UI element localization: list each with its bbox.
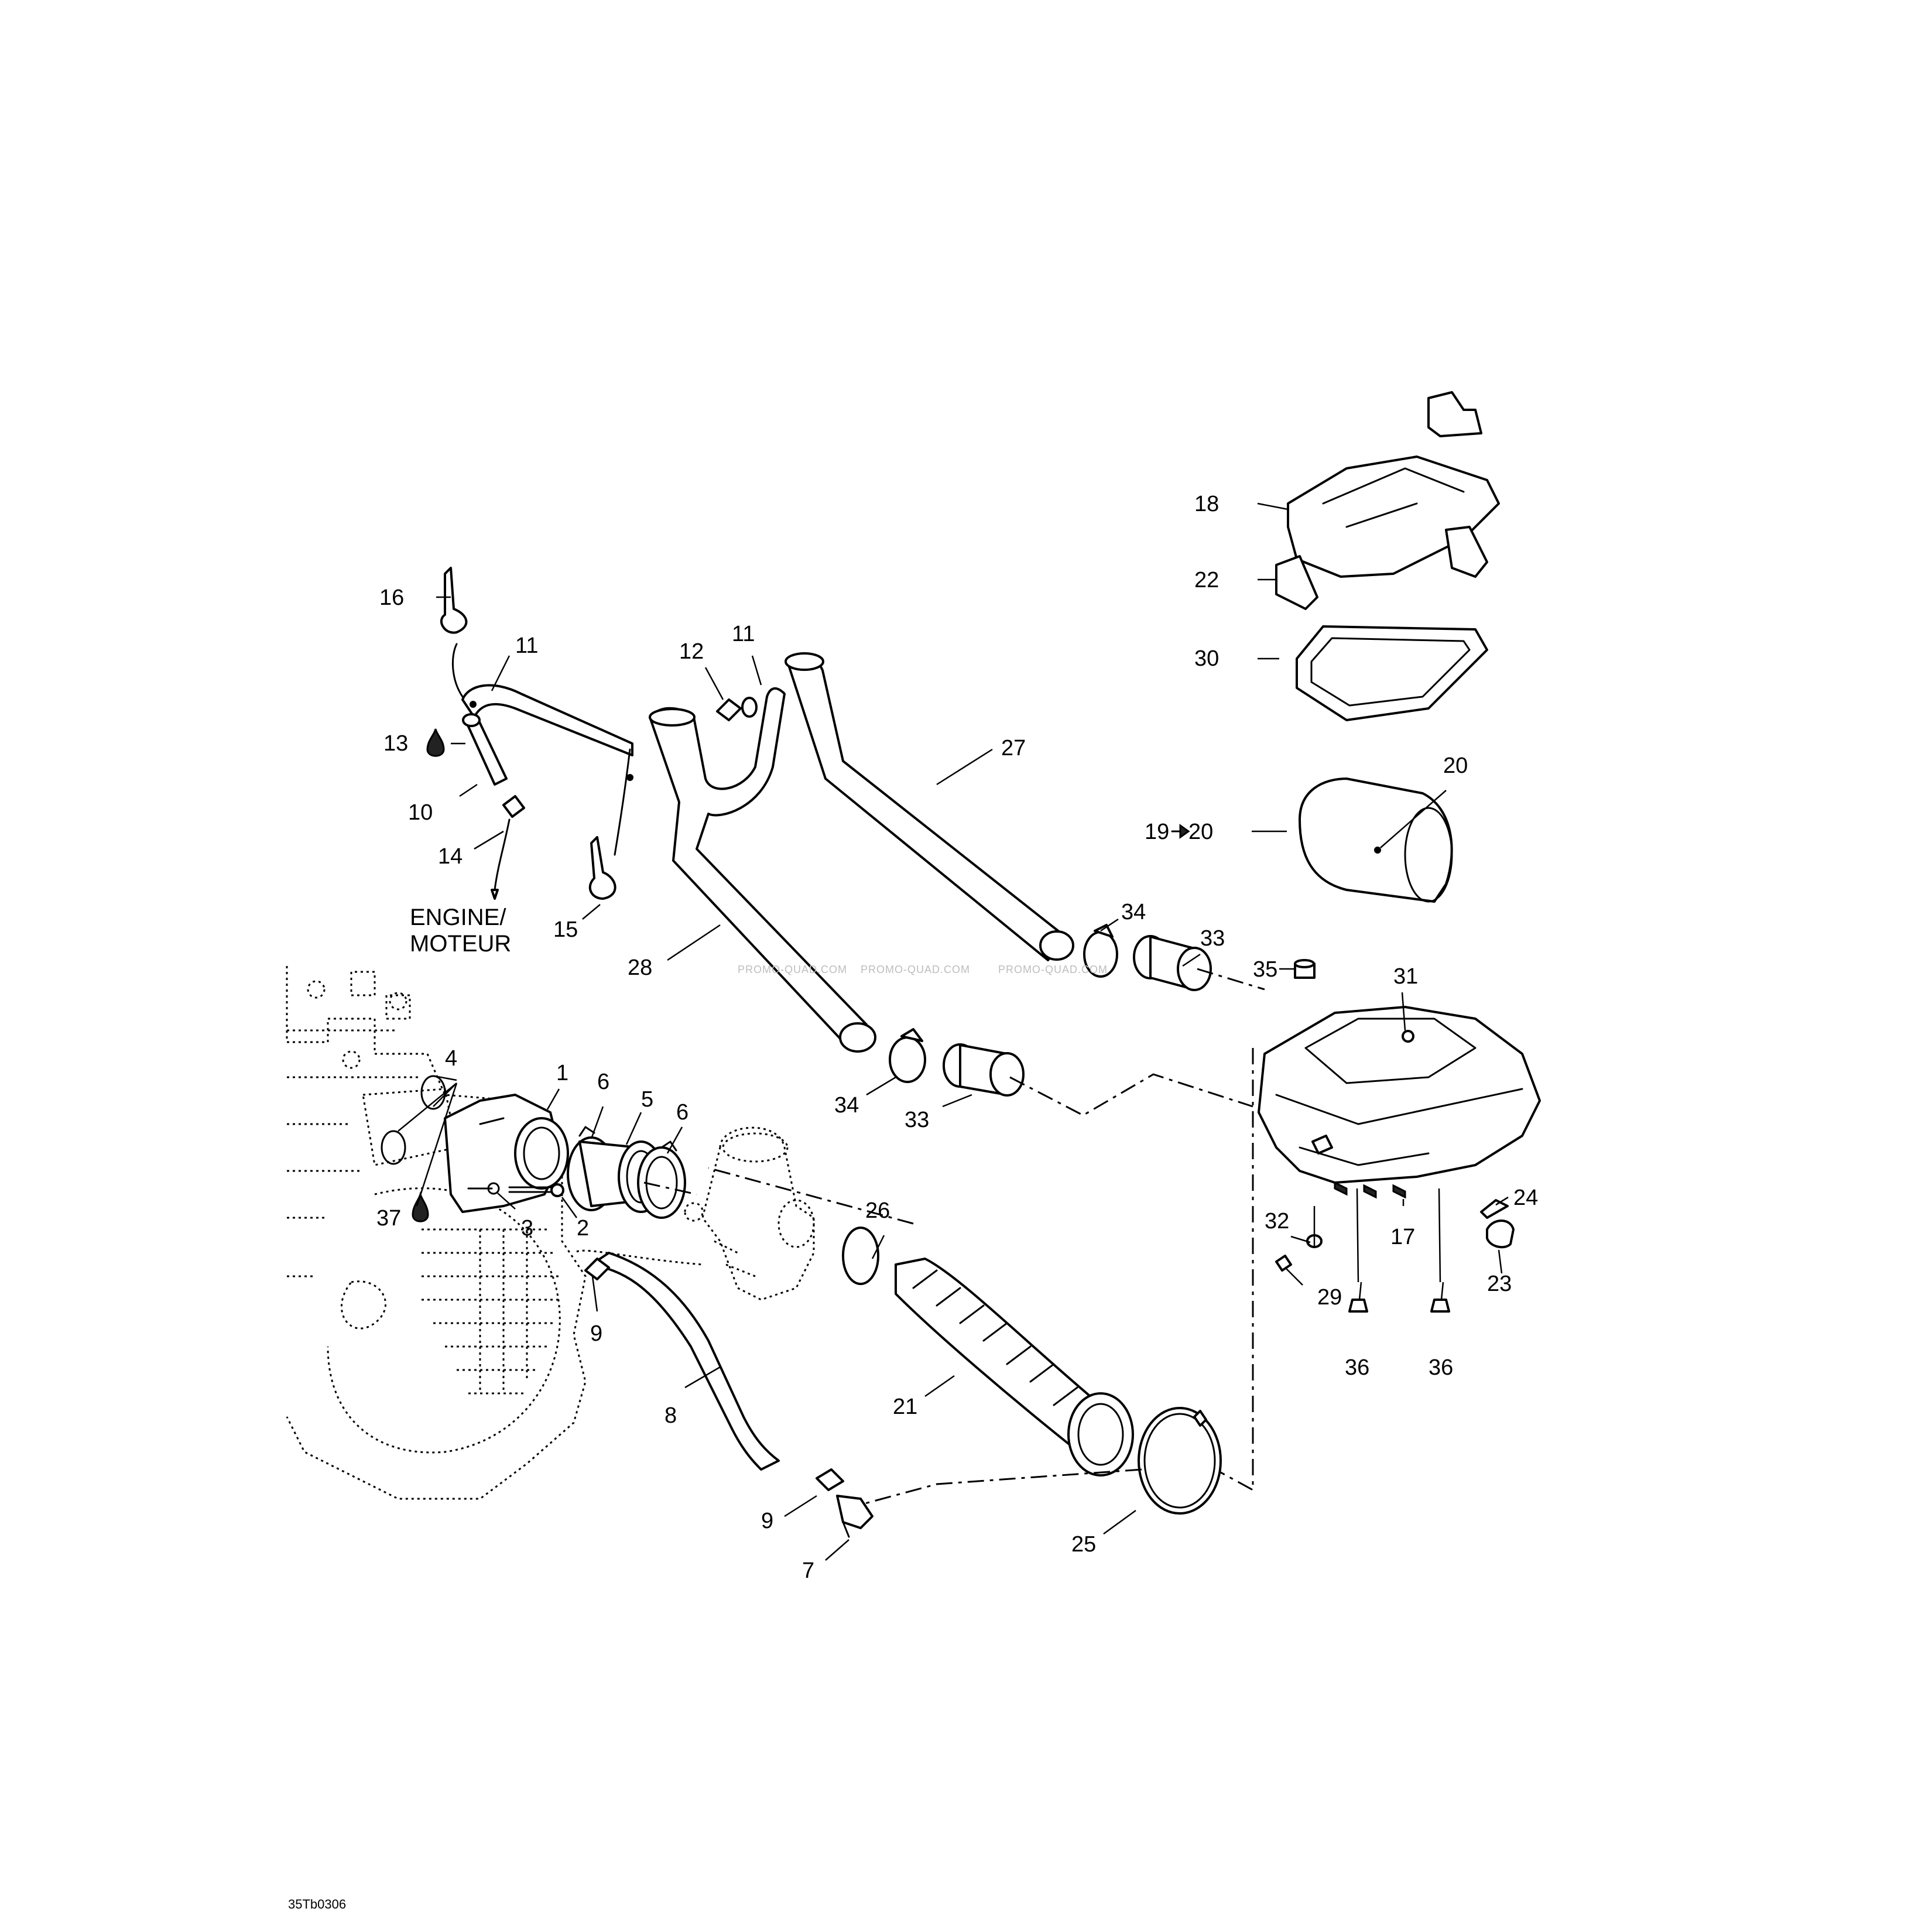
label-34: 34	[834, 1093, 859, 1118]
intake-adaptor	[444, 1094, 569, 1213]
label-27: 27	[1001, 736, 1026, 761]
label-6: 6	[597, 1070, 609, 1094]
watermark-text: PROMO-QUAD.COM	[738, 964, 847, 975]
carburetor-sleeve	[567, 1126, 686, 1219]
label-28: 28	[628, 955, 652, 980]
label-9: 9	[590, 1321, 602, 1346]
intake-pipe-28	[649, 687, 876, 1053]
label-22: 22	[1194, 568, 1219, 592]
label-31: 31	[1393, 964, 1418, 989]
fasteners	[1275, 959, 1515, 1313]
intake-pipe-27	[785, 652, 1074, 961]
airbox-cover	[1275, 391, 1500, 610]
carburetor	[684, 1126, 815, 1301]
clamp-12	[716, 697, 758, 721]
watermark-text: PROMO-QUAD.COM	[861, 964, 970, 975]
label-18: 18	[1194, 492, 1219, 516]
label-33: 33	[905, 1108, 929, 1132]
label-33: 33	[1200, 926, 1225, 951]
label-25: 25	[1071, 1532, 1096, 1557]
arrow-markers	[426, 728, 1190, 839]
label-5: 5	[641, 1087, 653, 1112]
label-35: 35	[1253, 957, 1277, 982]
label-4: 4	[445, 1046, 457, 1071]
label-11: 11	[732, 622, 755, 646]
label-10: 10	[408, 800, 433, 825]
label-3: 3	[521, 1216, 533, 1241]
label-8: 8	[664, 1403, 677, 1428]
watermark-text: PROMO-QUAD.COM	[998, 964, 1108, 975]
coupler-upper	[1083, 924, 1212, 991]
screw-and-washer	[487, 1182, 564, 1197]
label-24: 24	[1513, 1186, 1538, 1210]
engine-block	[286, 966, 587, 1500]
label-20: 20	[1443, 753, 1468, 778]
label-30: 30	[1194, 646, 1219, 671]
label-26: 26	[865, 1198, 890, 1223]
label-2: 2	[577, 1216, 589, 1241]
diagram-code: 35Tb0306	[288, 1897, 346, 1912]
vent-hose	[576, 1249, 873, 1538]
label-37: 37	[376, 1206, 401, 1231]
label-34: 34	[1121, 900, 1146, 924]
engine-note-line-1: ENGINE/	[410, 905, 506, 930]
o-rings	[381, 1075, 446, 1222]
air-intake-boot	[842, 1227, 1222, 1515]
assembly-lines	[643, 968, 1265, 1506]
airbox-housing	[1258, 1006, 1541, 1199]
label-36: 36	[1345, 1355, 1369, 1380]
label-32: 32	[1265, 1209, 1289, 1234]
engine-note-line-2: MOTEUR	[410, 931, 511, 957]
label-12: 12	[679, 639, 704, 664]
label-36: 36	[1429, 1355, 1453, 1380]
label-7: 7	[802, 1558, 814, 1583]
label-15: 15	[553, 917, 578, 942]
label-19: 19	[1145, 820, 1169, 844]
leader-lines	[398, 502, 1509, 1561]
label-29: 29	[1317, 1285, 1342, 1310]
label-11: 11	[515, 633, 538, 658]
label-23: 23	[1487, 1272, 1512, 1296]
label-14: 14	[438, 844, 463, 869]
watermarks: PROMO-QUAD.COM PROMO-QUAD.COM PROMO-QUAD…	[738, 964, 1108, 975]
label-16: 16	[379, 585, 404, 610]
crankcase-breather-hose	[440, 567, 633, 900]
engine-note: ENGINE/ MOTEUR	[410, 905, 511, 957]
label-1: 1	[556, 1061, 568, 1085]
callout-labels: 1 2 3 4 5 6 6 7 8 9 9 10 11 11 12 13 14 …	[376, 492, 1538, 1583]
air-filter	[1299, 777, 1453, 903]
label-13: 13	[383, 731, 408, 756]
label-20: 20	[1188, 820, 1213, 844]
airbox-gasket	[1296, 625, 1488, 721]
label-21: 21	[893, 1395, 917, 1419]
label-17: 17	[1390, 1225, 1415, 1249]
label-6: 6	[676, 1100, 688, 1125]
coupler-lower	[889, 1028, 1025, 1097]
label-9: 9	[761, 1509, 773, 1533]
